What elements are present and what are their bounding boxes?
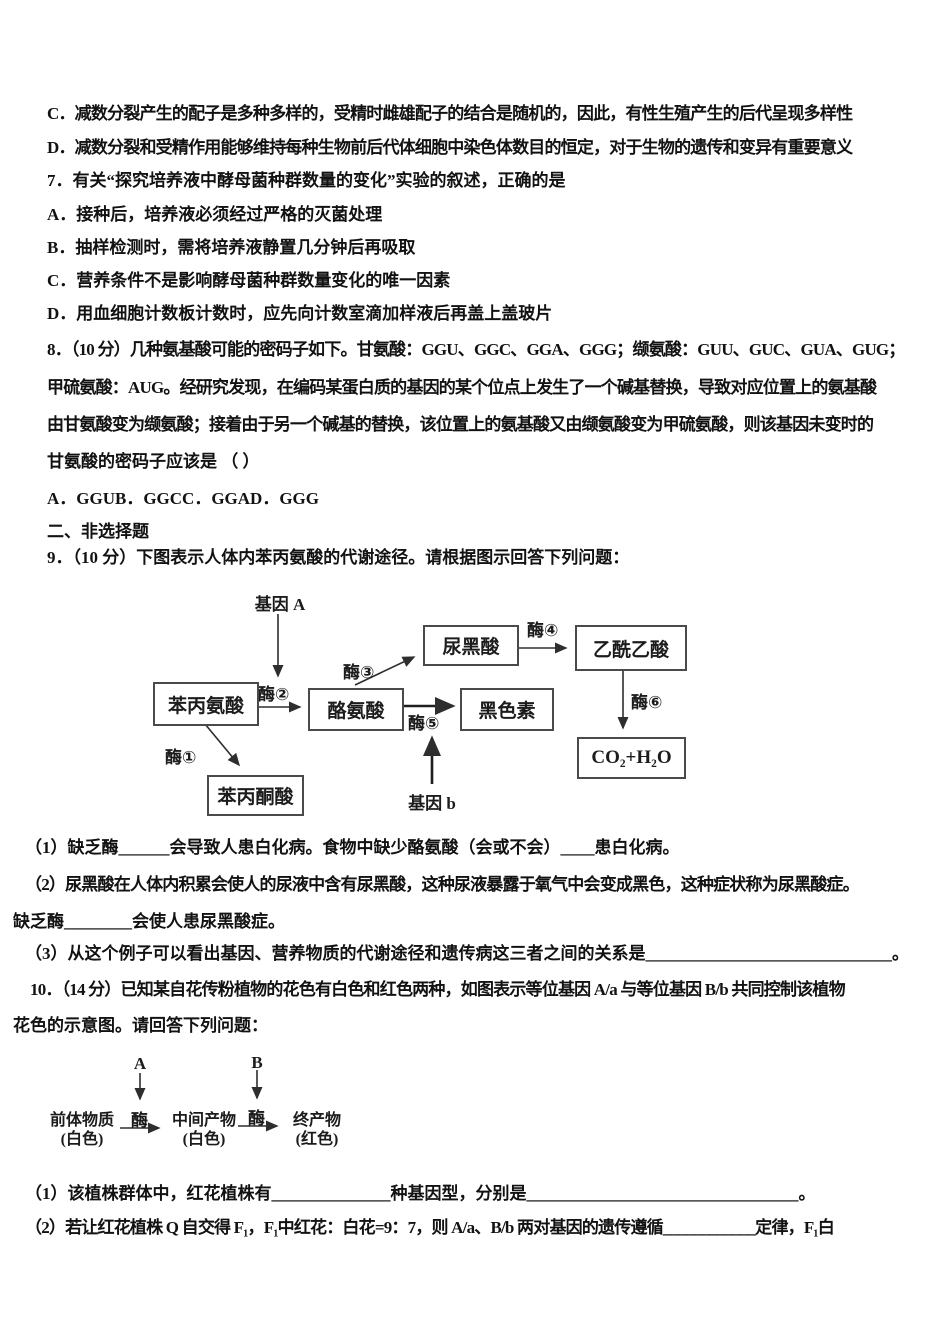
- node-precursor-name: 前体物质: [49, 1112, 114, 1129]
- enzyme-1-label: 酶①: [165, 748, 197, 767]
- option-c-q6: C．减数分裂产生的配子是多种多样的，受精时雌雄配子的结合是随机的，因此，有性生殖…: [47, 104, 853, 123]
- question-8-options: A．GGUB．GGCC．GGAD．GGG: [47, 489, 320, 508]
- node-intermediate-name: 中间产物: [171, 1112, 236, 1129]
- enzyme-6-label: 酶⑥: [631, 693, 663, 712]
- question-10-stem-2: 花色的示意图。请回答下列问题：: [13, 1016, 268, 1035]
- question-9-sub2b: 缺乏酶________会使人患尿黑酸症。: [13, 912, 285, 931]
- question-10-sub1: （1）该植株群体中，红花植株有______________种基因型，分别是___…: [25, 1184, 816, 1203]
- box-tyrosine: 酪氨酸: [308, 688, 404, 731]
- gene-a-label: 基因 A: [254, 595, 306, 614]
- question-8-stem-2: 甲硫氨酸：AUG。经研究发现，在编码某蛋白质的基因的某个位点上发生了一个碱基替换…: [47, 378, 877, 397]
- question-9-sub1: （1）缺乏酶______会导致人患白化病。食物中缺少酪氨酸（会或不会）____患…: [25, 838, 680, 857]
- option-b-q7: B．抽样检测时，需将培养液静置几分钟后再吸取: [47, 238, 416, 257]
- metabolic-pathway-diagram: 基因 A 基因 b 酶① 酶② 酶③ 酶④ 酶⑤ 酶⑥ 苯丙氨酸 酪氨酸 尿黑酸…: [150, 588, 695, 825]
- question-10-stem-1: 10．（14 分）已知某自花传粉植物的花色有白色和红色两种，如图表示等位基因 A…: [30, 980, 846, 999]
- enzyme-3-label: 酶③: [343, 663, 375, 682]
- question-9-sub3: （3）从这个例子可以看出基因、营养物质的代谢途径和遗传病这三者之间的关系是___…: [25, 944, 909, 963]
- enzyme-a-label: 酶: [131, 1111, 148, 1130]
- question-8-stem-1: 8．（10 分）几种氨基酸可能的密码子如下。甘氨酸：GGU、GGC、GGA、GG…: [47, 340, 905, 359]
- question-9-sub2: （2）尿黑酸在人体内积累会使人的尿液中含有尿黑酸，这种尿液暴露于氧气中会变成黑色…: [25, 875, 860, 894]
- option-d-q6: D．减数分裂和受精作用能够维持每种生物前后代体细胞中染色体数目的恒定，对于生物的…: [47, 138, 853, 157]
- question-9-stem: 9．（10 分）下图表示人体内苯丙氨酸的代谢途径。请根据图示回答下列问题：: [47, 548, 630, 567]
- question-8-stem-3: 由甘氨酸变为缬氨酸；接着由于另一个碱基的替换，该位置上的氨基酸又由缬氨酸变为甲硫…: [47, 415, 874, 434]
- option-a-q7: A．接种后，培养液必须经过严格的灭菌处理: [47, 205, 383, 224]
- gene-b-label: 基因 b: [408, 794, 456, 813]
- arrow-tyr-to-homogentisate: [354, 656, 416, 686]
- enzyme-b-label: 酶: [248, 1109, 265, 1128]
- pathway-arrows: [204, 614, 629, 784]
- node-precursor-color: (白色): [60, 1131, 104, 1148]
- arrow-phe-to-phenylpyruvate: [204, 723, 241, 767]
- box-phenylpyruvate: 苯丙酮酸: [207, 775, 304, 816]
- gene-b2-label: B: [251, 1053, 263, 1072]
- enzyme-2-label: 酶②: [258, 685, 290, 704]
- question-8-stem-4: 甘氨酸的密码子应该是 （ ）: [47, 452, 260, 471]
- section-2-header: 二、非选择题: [47, 522, 149, 541]
- node-intermediate-color: (白色): [182, 1131, 226, 1148]
- node-intermediate: 中间产物 (白色): [166, 1111, 242, 1149]
- box-co2-h2o: CO₂+H₂O: [577, 737, 686, 779]
- question-10-sub2: （2）若让红花植株 Q 自交得 F₁，F₁中红花：白花=9：7，则 A/a、B/…: [25, 1218, 835, 1237]
- box-acetoacetate: 乙酰乙酸: [575, 625, 687, 671]
- box-homogentisate: 尿黑酸: [423, 625, 519, 666]
- node-precursor: 前体物质 (白色): [44, 1111, 120, 1149]
- option-d-q7: D．用血细胞计数板计数时，应先向计数室滴加样液后再盖上盖玻片: [47, 304, 553, 323]
- option-c-q7: C．营养条件不是影响酵母菌种群数量变化的唯一因素: [47, 271, 451, 290]
- node-product-name: 终产物: [292, 1112, 341, 1129]
- node-product-color: (红色): [295, 1131, 339, 1148]
- enzyme-5-label: 酶⑤: [408, 714, 440, 733]
- flower-diagram-arrows: [120, 1070, 279, 1134]
- gene-a2-label: A: [133, 1054, 147, 1073]
- question-7-stem: 7．有关“探究培养液中酵母菌种群数量的变化”实验的叙述，正确的是: [47, 171, 566, 190]
- node-product: 终产物 (红色): [284, 1111, 350, 1149]
- flower-color-diagram: A B 酶 酶 前体物质 (白色) 中间产物 (白色) 终产物 (红色): [40, 1053, 370, 1163]
- box-phenylalanine: 苯丙氨酸: [153, 682, 259, 726]
- box-melanin: 黑色素: [460, 688, 554, 731]
- enzyme-4-label: 酶④: [527, 621, 559, 640]
